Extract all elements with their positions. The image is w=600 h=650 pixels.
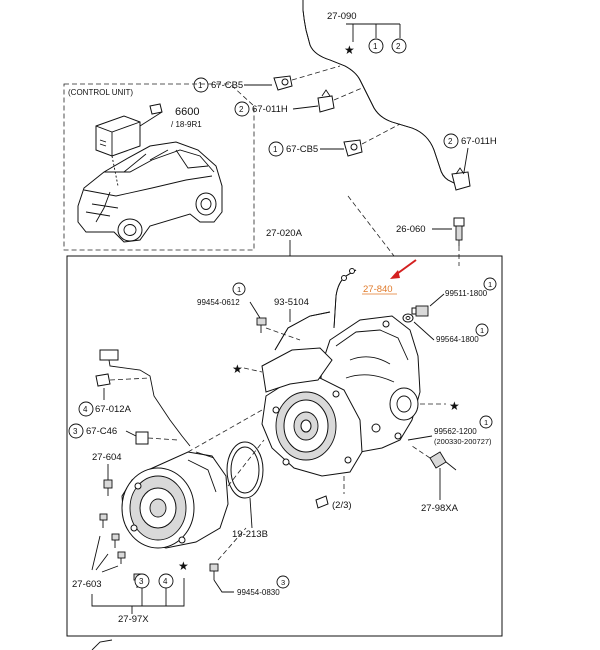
label-99562-1200: 99562-1200	[434, 427, 477, 436]
ref-circle-1: 1	[484, 418, 488, 427]
ref-circle-1: 1	[480, 326, 484, 335]
label-27-020a: 27-020A	[266, 228, 303, 239]
assembly-frame	[66, 255, 503, 637]
label-67-012a: 67-012A	[95, 404, 132, 415]
clip-67-cb5-a[interactable]	[273, 75, 293, 91]
clip-67-cb5-b[interactable]	[343, 139, 363, 157]
ref-circle-2: 2	[239, 105, 244, 114]
tube-93-5104[interactable]	[274, 311, 331, 351]
ref-circle-3: 3	[281, 578, 285, 587]
bolt-99454-0612[interactable]	[256, 317, 267, 333]
label-19-213b: 19-213B	[232, 529, 268, 540]
ref-circle-1: 1	[488, 280, 492, 289]
vent-hose-27-090[interactable]	[302, 0, 457, 185]
label-99564-1800: 99564-1800	[436, 335, 479, 344]
tube-27-840[interactable]	[333, 268, 357, 329]
adapter-housing[interactable]	[261, 377, 363, 477]
label-99511-1800: 99511-1800	[445, 289, 488, 298]
clip-67-012a[interactable]	[95, 373, 111, 387]
star-marker-icon: ★	[344, 43, 355, 57]
label-27-98xa: 27-98XA	[421, 503, 459, 514]
label-67-cb5-a: 67-CB5	[211, 80, 243, 91]
control-unit-heading: (CONTROL UNIT)	[68, 88, 133, 97]
label-93-5104: 93-5104	[274, 297, 309, 308]
partial-mark-icon	[91, 639, 113, 650]
ref-circle-1: 1	[198, 81, 203, 90]
ref-circle-2: 2	[396, 42, 401, 51]
wiring-harness[interactable]	[99, 349, 191, 447]
red-pointer-arrow-icon	[390, 259, 417, 279]
label-27-603: 27-603	[72, 579, 102, 590]
label-67-cb5-b: 67-CB5	[286, 144, 318, 155]
rear-bracket	[261, 347, 333, 393]
control-unit-module[interactable]	[95, 115, 141, 157]
ref-circle-4: 4	[163, 577, 168, 586]
gasket-19-213b[interactable]	[226, 441, 264, 499]
ref-circle-4: 4	[83, 405, 88, 414]
clip-67-011h-b[interactable]	[451, 167, 471, 191]
label-67-011h-a: 67-011H	[252, 104, 288, 115]
label-99454-0612: 99454-0612	[197, 298, 240, 307]
label-ref-2-3: (2/3)	[332, 500, 352, 511]
bolt-27-604[interactable]	[103, 479, 113, 496]
bolt-99454-0830[interactable]	[209, 563, 219, 580]
control-unit-part-sub: / 18-9R1	[171, 120, 202, 129]
clip-67-011h-a[interactable]	[317, 89, 335, 113]
washer-99564-1800[interactable]	[402, 313, 414, 323]
star-marker-icon: ★	[178, 559, 189, 573]
ref-circle-2: 2	[448, 137, 453, 146]
vehicle-illustration	[77, 141, 223, 243]
coupling-housing[interactable]	[121, 451, 229, 549]
label-26-060: 26-060	[396, 224, 426, 235]
plug-99511-1800[interactable]	[411, 305, 429, 317]
ref-circle-1: 1	[373, 42, 378, 51]
star-marker-icon: ★	[449, 399, 460, 413]
label-67-c46: 67-C46	[86, 426, 117, 437]
star-marker-icon: ★	[232, 362, 243, 376]
control-unit-part-number: 6600	[175, 106, 199, 118]
label-67-011h-b: 67-011H	[461, 136, 497, 147]
ref-circle-1: 1	[273, 145, 278, 154]
label-27-604: 27-604	[92, 452, 122, 463]
label-switch-date-range: (200330-200727)	[434, 437, 492, 446]
switch-99562-1200[interactable]	[429, 451, 457, 471]
ref-circle-3: 3	[73, 427, 78, 436]
connector-2-3-icon	[315, 495, 329, 509]
label-27-840-highlighted: 27-840	[363, 284, 393, 295]
label-27-090: 27-090	[327, 11, 357, 22]
label-27-97x: 27-97X	[118, 614, 149, 625]
clip-67-c46[interactable]	[135, 431, 149, 445]
control-unit-box	[63, 83, 255, 251]
sensor-26-060[interactable]	[453, 217, 465, 246]
connector-icon	[149, 103, 163, 115]
ref-circle-1: 1	[237, 285, 241, 294]
ref-circle-3: 3	[139, 577, 144, 586]
label-99454-0830: 99454-0830	[237, 588, 280, 597]
